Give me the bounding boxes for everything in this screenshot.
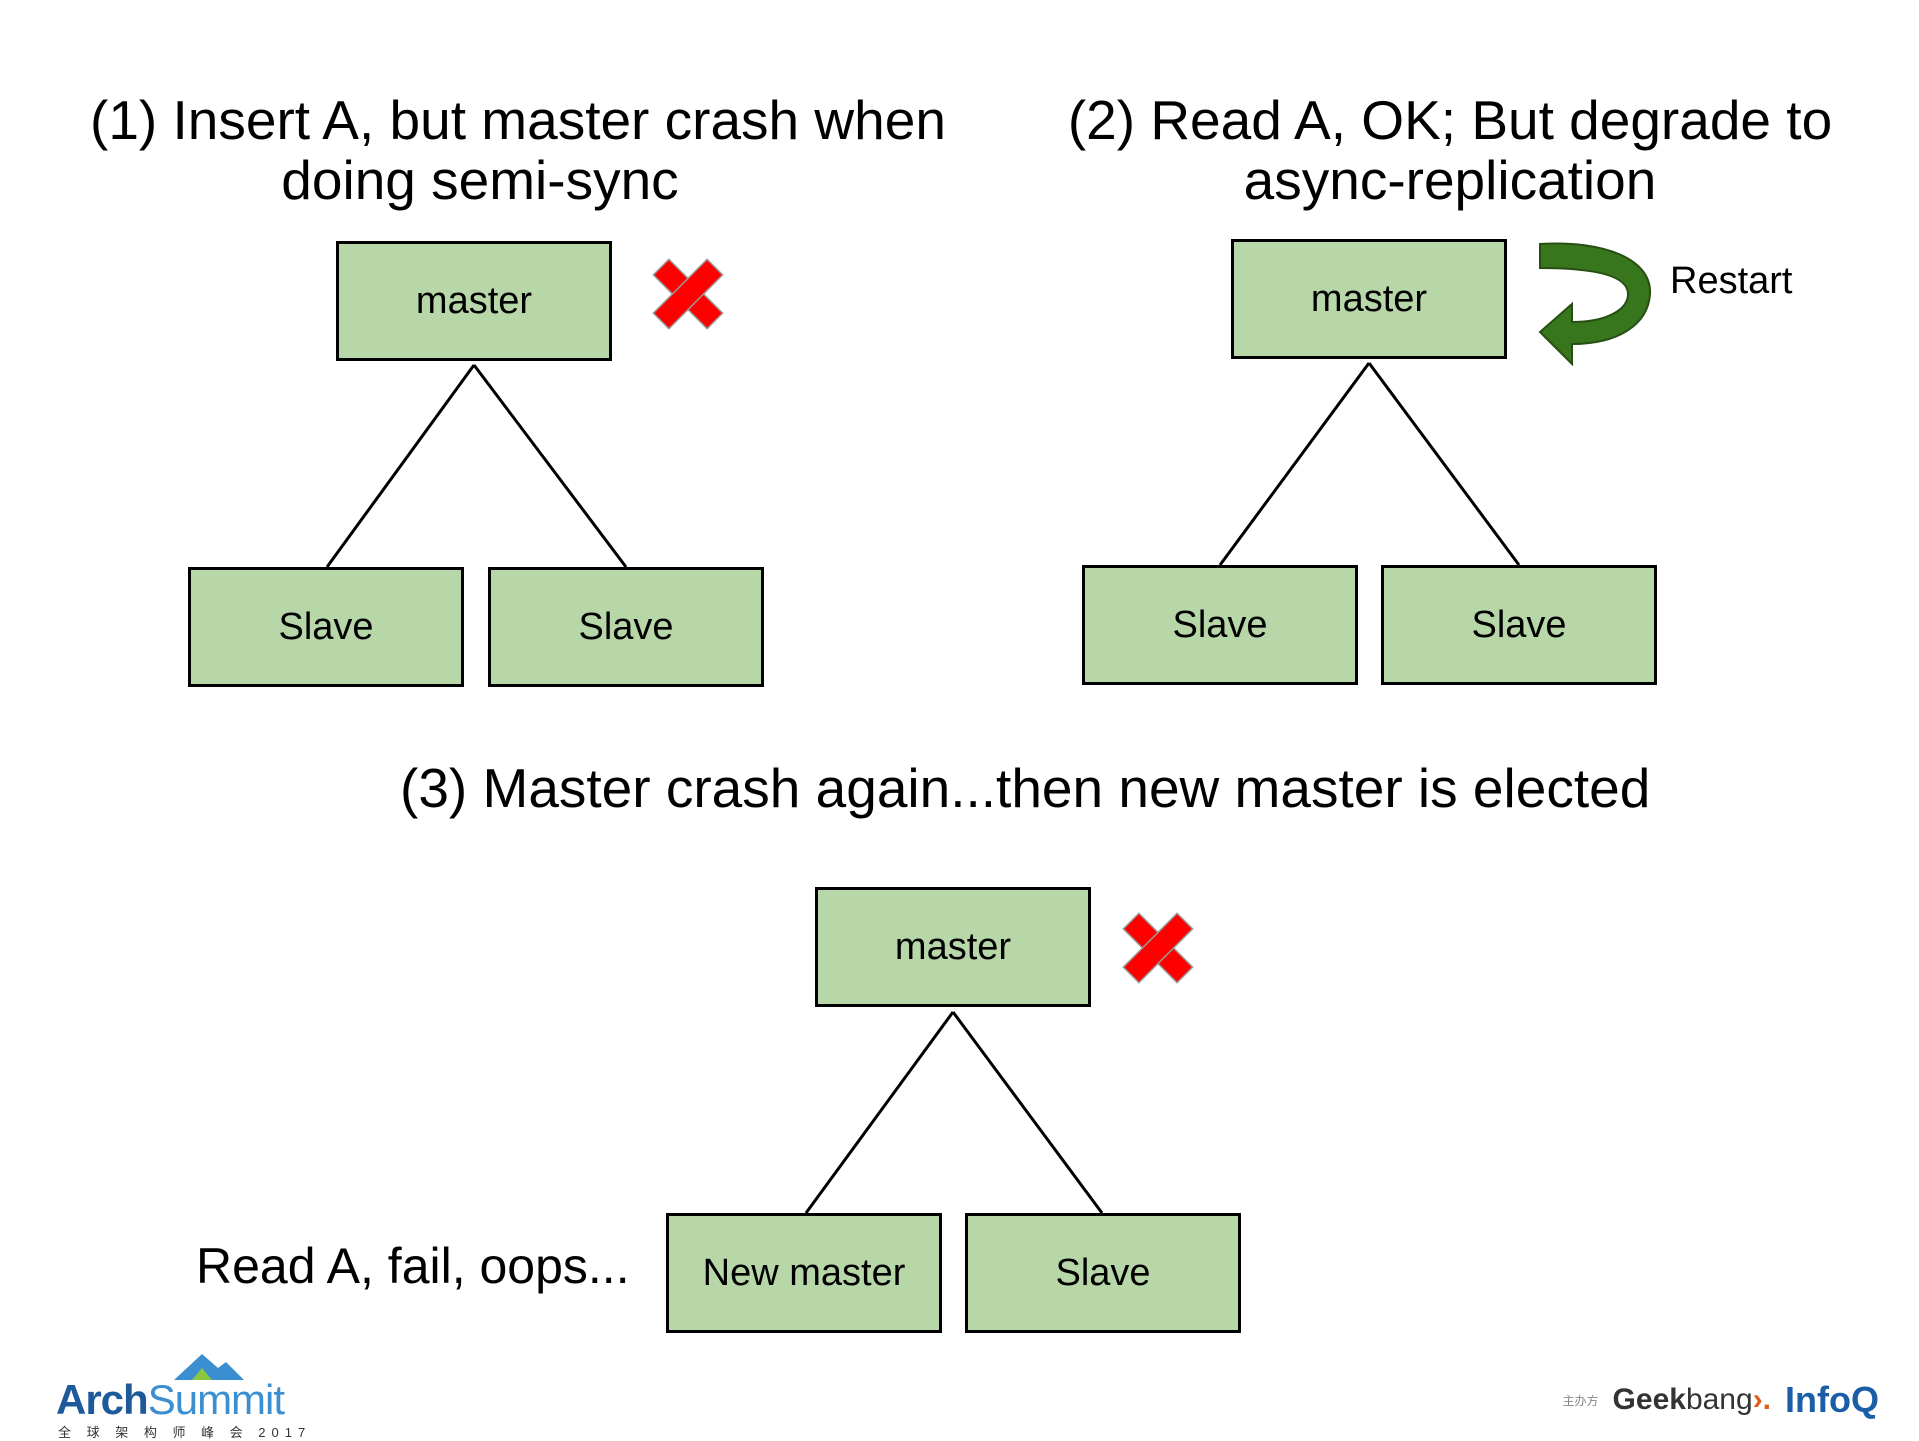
panel3-title-text: (3) Master crash again...then new master… xyxy=(400,757,1651,819)
geekbang-chevron: ›. xyxy=(1752,1383,1772,1416)
geekbang-part2: bang xyxy=(1685,1383,1753,1416)
p2-master-node: master xyxy=(1231,239,1507,359)
infoq-logo: InfoQ xyxy=(1785,1379,1879,1420)
p3-new-master-node: New master xyxy=(666,1213,942,1333)
geekbang-logo: Geekbang›. xyxy=(1613,1383,1771,1417)
p3-master-node: master xyxy=(815,887,1091,1007)
p2-slave-right-label: Slave xyxy=(1471,603,1567,646)
edge-p1-left xyxy=(325,364,476,568)
p1-master-label: master xyxy=(415,279,533,322)
crash-cross-icon-2 xyxy=(1122,912,1194,984)
p3-new-master-label: New master xyxy=(702,1251,906,1294)
p2-slave-right-node: Slave xyxy=(1381,565,1657,685)
panel1-title: (1) Insert A, but master crash when doin… xyxy=(90,89,946,211)
p1-slave-right-label: Slave xyxy=(578,605,674,648)
restart-arrow-icon xyxy=(1538,242,1652,367)
p1-master-node: master xyxy=(336,241,612,361)
edge-p3-right xyxy=(951,1011,1104,1214)
panel2-title-line1: (2) Read A, OK; But degrade to xyxy=(1067,89,1833,151)
p1-slave-right-node: Slave xyxy=(488,567,764,687)
panel3-title: (3) Master crash again...then new master… xyxy=(400,757,1651,819)
p3-slave-node: Slave xyxy=(965,1213,1241,1333)
panel2-title: (2) Read A, OK; But degrade to async-rep… xyxy=(1060,90,1840,210)
edge-p1-right xyxy=(472,364,628,568)
p3-slave-label: Slave xyxy=(1055,1251,1151,1294)
archsummit-logo: ArchSummit 全 球 架 构 师 峰 会 2017 xyxy=(56,1350,305,1440)
crash-cross-icon xyxy=(652,258,724,330)
panel2-title-line2: async-replication xyxy=(1243,149,1657,211)
archsummit-wordmark: ArchSummit xyxy=(56,1376,285,1424)
mountain-icon xyxy=(174,1354,244,1380)
restart-label: Restart xyxy=(1670,260,1793,302)
geekbang-part1: Geek xyxy=(1612,1383,1686,1416)
host-label: 主办方 xyxy=(1562,1393,1599,1408)
archsummit-part2: Summit xyxy=(147,1376,285,1423)
panel1-title-line2: doing semi-sync xyxy=(281,149,679,211)
p1-slave-left-node: Slave xyxy=(188,567,464,687)
p2-slave-left-label: Slave xyxy=(1172,603,1268,646)
edge-p2-left xyxy=(1218,362,1371,566)
panel1-title-line1: (1) Insert A, but master crash when xyxy=(90,89,946,151)
p3-master-label: master xyxy=(894,925,1012,968)
archsummit-subtitle: 全 球 架 构 师 峰 会 2017 xyxy=(58,1425,312,1440)
sponsor-logos: 主办方 Geekbang›. InfoQ xyxy=(1563,1370,1879,1430)
p2-slave-left-node: Slave xyxy=(1082,565,1358,685)
p2-master-label: master xyxy=(1310,277,1428,320)
archsummit-part1: Arch xyxy=(56,1376,149,1423)
edge-p3-left xyxy=(804,1011,955,1214)
panel3-side-label: Read A, fail, oops... xyxy=(196,1238,630,1294)
edge-p2-right xyxy=(1367,362,1521,566)
p1-slave-left-label: Slave xyxy=(278,605,374,648)
